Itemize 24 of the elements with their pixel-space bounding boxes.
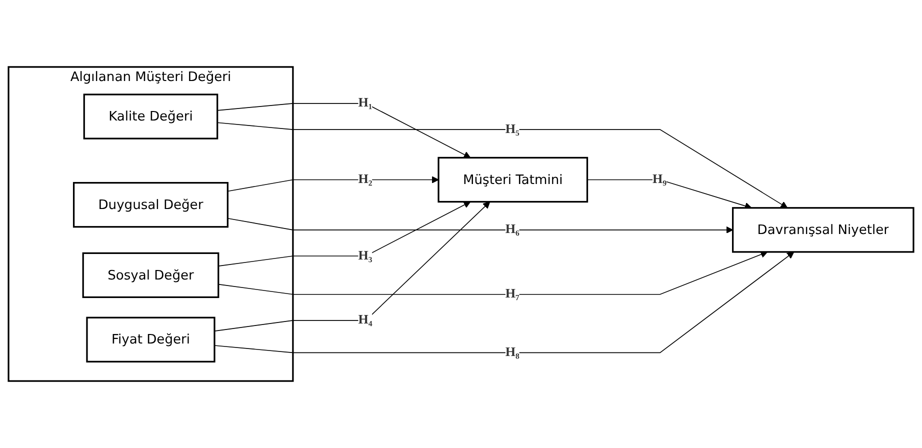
edge-label: H₈ bbox=[505, 345, 520, 360]
arrow bbox=[214, 252, 794, 354]
node-box: Davranışsal Niyetler bbox=[732, 207, 914, 253]
edge-label: H₃ bbox=[358, 248, 372, 263]
arrow bbox=[227, 176, 439, 192]
arrow bbox=[227, 218, 734, 234]
edge-label: H₅ bbox=[505, 122, 520, 136]
arrow bbox=[218, 250, 768, 295]
edge-label: H₆ bbox=[505, 222, 520, 236]
node-box: Kalite Değeri bbox=[83, 94, 218, 140]
edge-label: H₁ bbox=[358, 96, 372, 110]
arrow bbox=[586, 179, 752, 210]
node-box: Sosyal Değer bbox=[82, 252, 220, 298]
edge-label: H₂ bbox=[358, 172, 372, 186]
edge-label: H₇ bbox=[505, 287, 520, 301]
node-box: Müşteri Tatmini bbox=[438, 156, 588, 203]
arrow bbox=[218, 201, 471, 266]
node-box: Duygusal Değer bbox=[72, 182, 228, 228]
edge-label: H₄ bbox=[358, 313, 372, 327]
arrow bbox=[216, 122, 788, 208]
edge-label: H₉ bbox=[652, 172, 667, 186]
arrow bbox=[214, 201, 490, 332]
arrow bbox=[216, 103, 471, 158]
node-box: Fiyat Değeri bbox=[86, 316, 216, 362]
